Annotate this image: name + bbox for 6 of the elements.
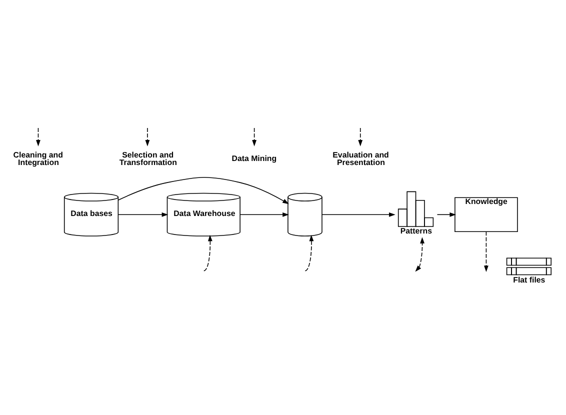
node-label: Patterns [400, 226, 432, 236]
node-text: Selection and Transformation [119, 150, 177, 168]
node-text: Evaluation and Presentation [332, 150, 389, 168]
node-text: Cleaning and Integration [13, 150, 63, 168]
node-text: Data Mining [232, 154, 277, 163]
node-label: Flat files [513, 276, 546, 285]
